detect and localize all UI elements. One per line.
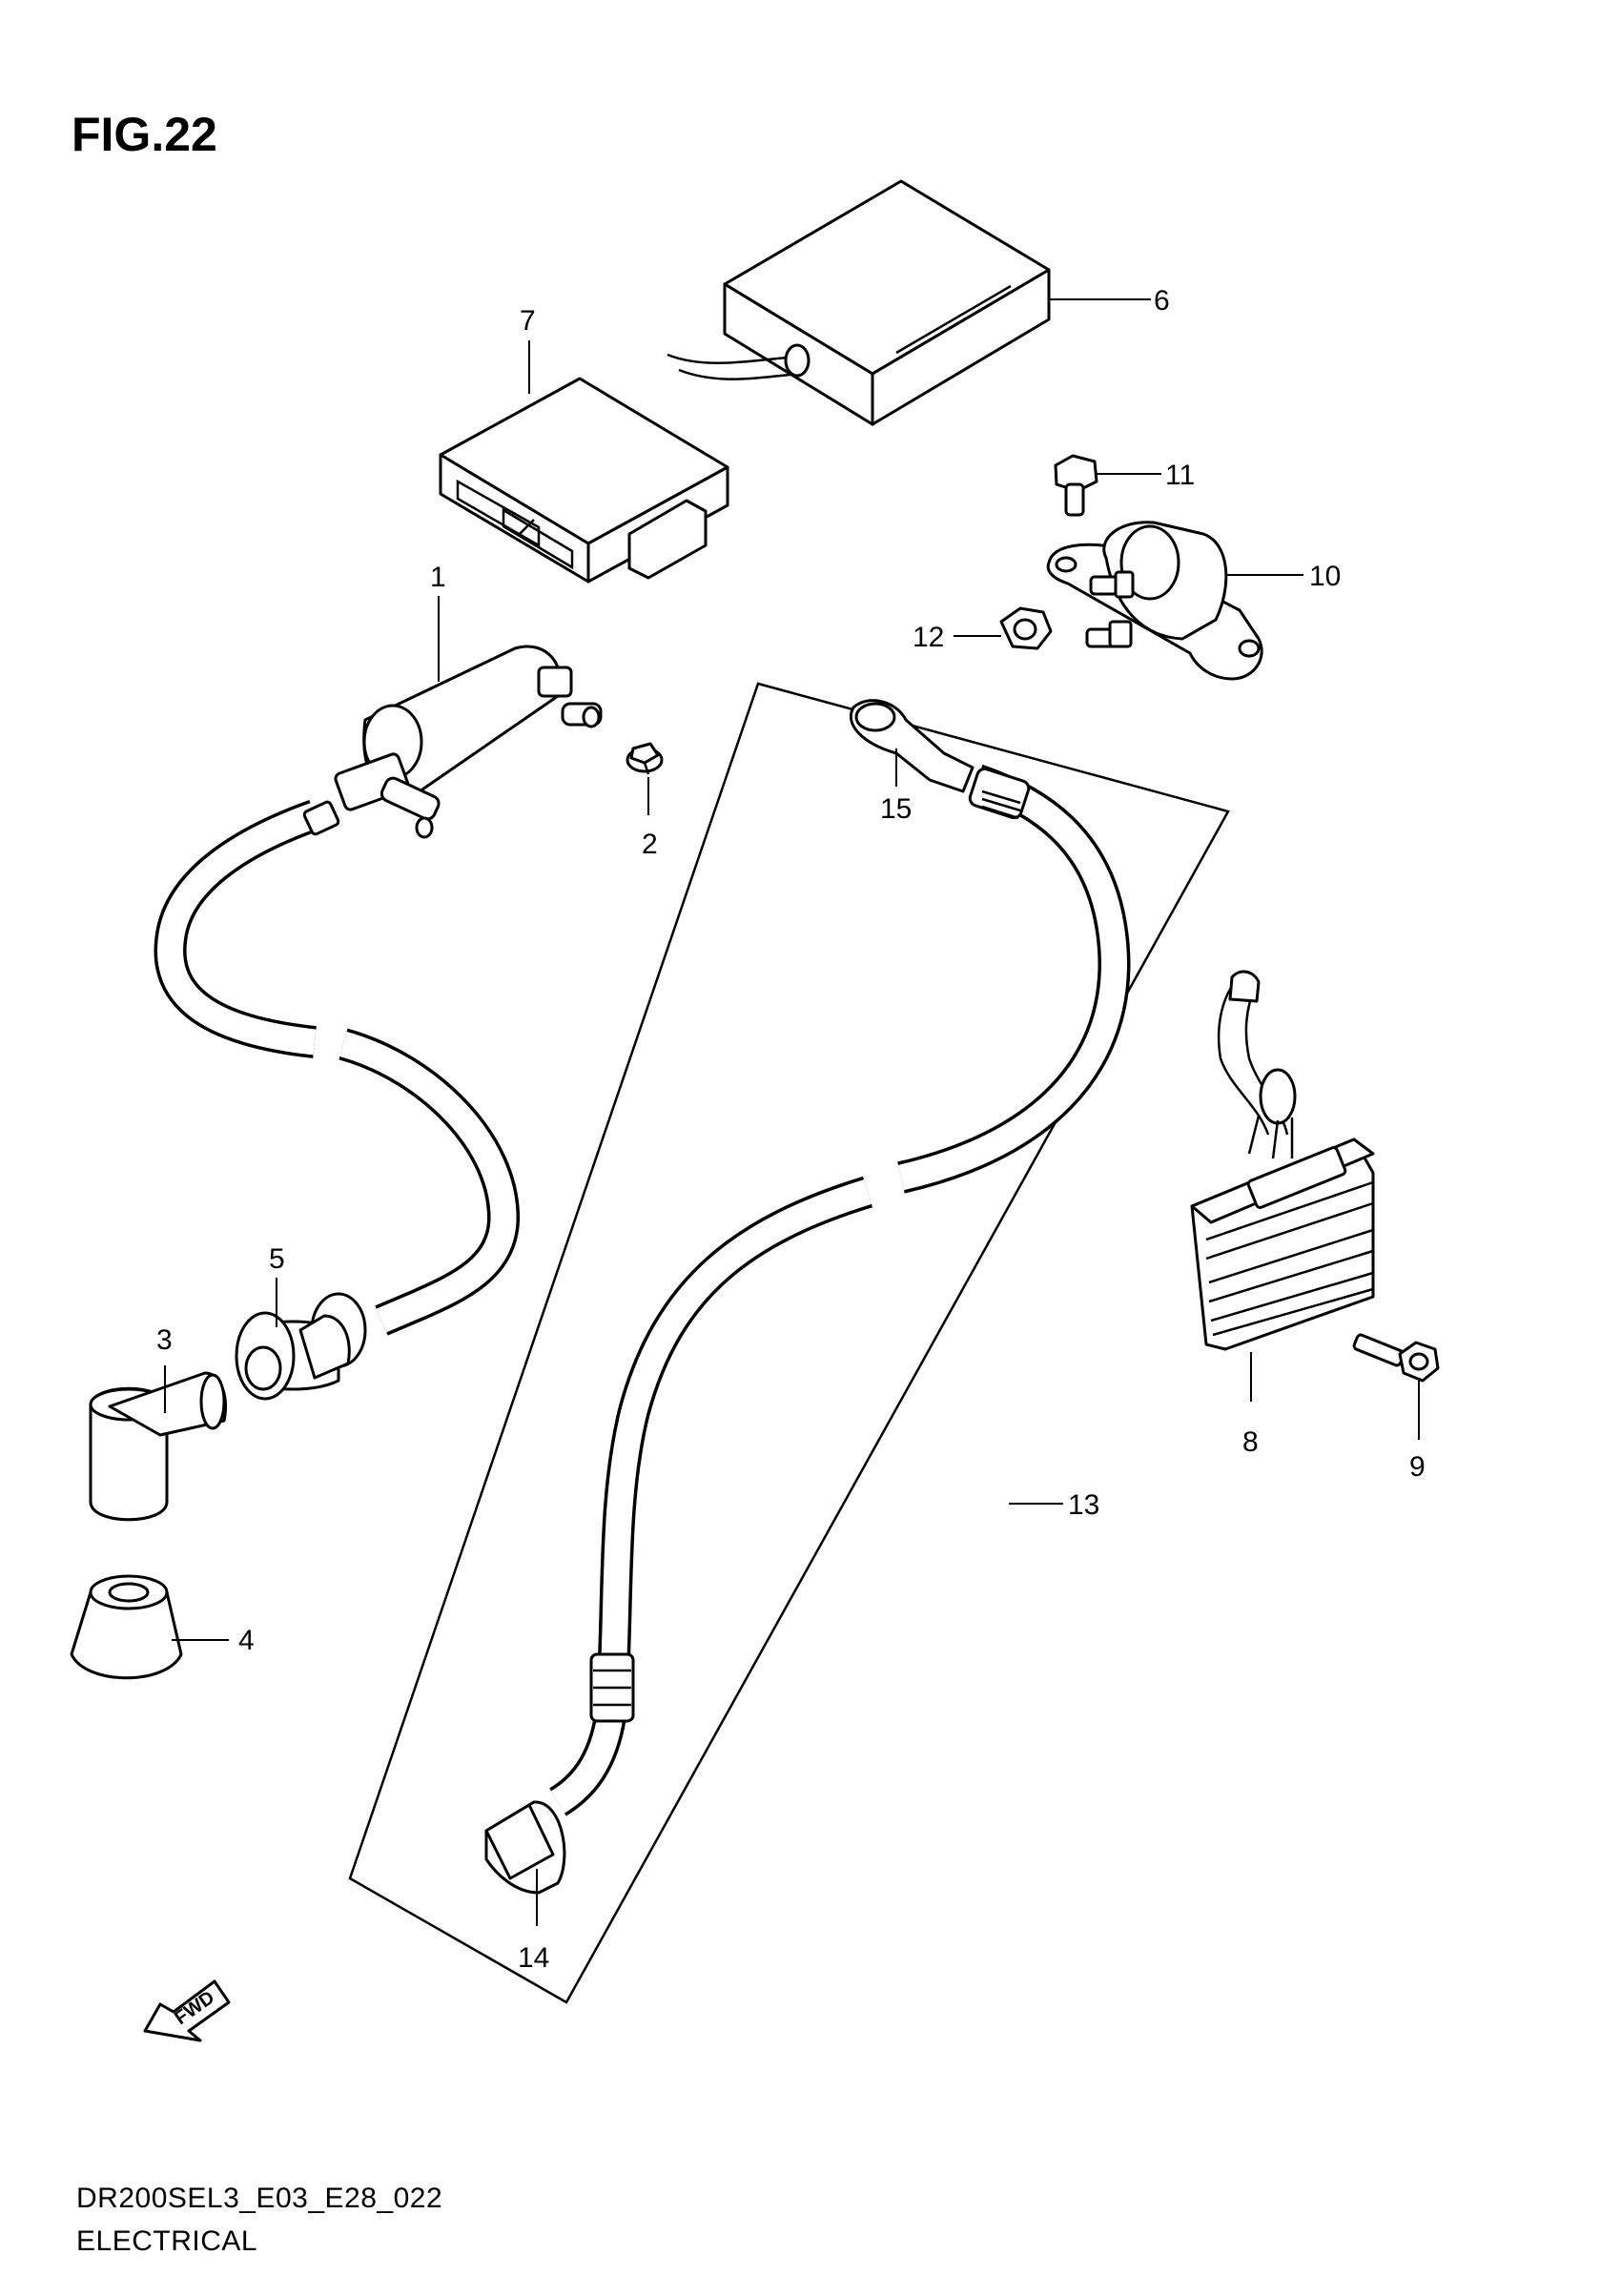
callout-12: 12 [913,622,944,653]
part-12-nut [999,606,1053,650]
callout-11: 11 [1165,460,1195,491]
part-8-regulator [1190,970,1375,1351]
part-2-screw [626,742,664,775]
figure-title: FIG.22 [72,108,217,161]
group-outline-13 [348,682,1230,2004]
part-1-ignition-coil [154,645,603,1336]
part-4-boot [70,1574,183,1680]
fwd-arrow-icon: FWD [143,1979,231,2042]
figure-code: DR200SEL3_E03_E28_022 [76,2183,442,2214]
callout-14: 14 [518,1942,549,1974]
callout-8: 8 [1242,1426,1259,1458]
callout-5: 5 [269,1243,285,1275]
callout-labels: 1 2 3 4 5 6 7 8 9 10 11 12 13 14 15 [156,285,1426,1974]
part-6-cdi-unit [667,179,1051,426]
callout-13: 13 [1068,1489,1099,1521]
callout-10: 10 [1309,561,1341,592]
part-11-bolt [1054,454,1098,517]
callout-1: 1 [430,562,446,593]
part-5-cap [235,1292,367,1401]
section-title: ELECTRICAL [76,2225,257,2257]
part-13-harness [484,699,1131,1895]
part-3-plug-cap [89,1371,227,1522]
callout-3: 3 [156,1324,173,1356]
callout-9: 9 [1409,1451,1426,1483]
part-9-bolt [1352,1333,1440,1383]
callout-6: 6 [1154,285,1170,317]
callout-7: 7 [520,305,536,337]
callout-2: 2 [642,829,658,860]
part-7-control-box [439,377,729,584]
callout-4: 4 [238,1625,255,1656]
part-10-starter-relay [1046,521,1263,681]
leader-lines [164,298,1420,1926]
callout-15: 15 [880,793,912,825]
